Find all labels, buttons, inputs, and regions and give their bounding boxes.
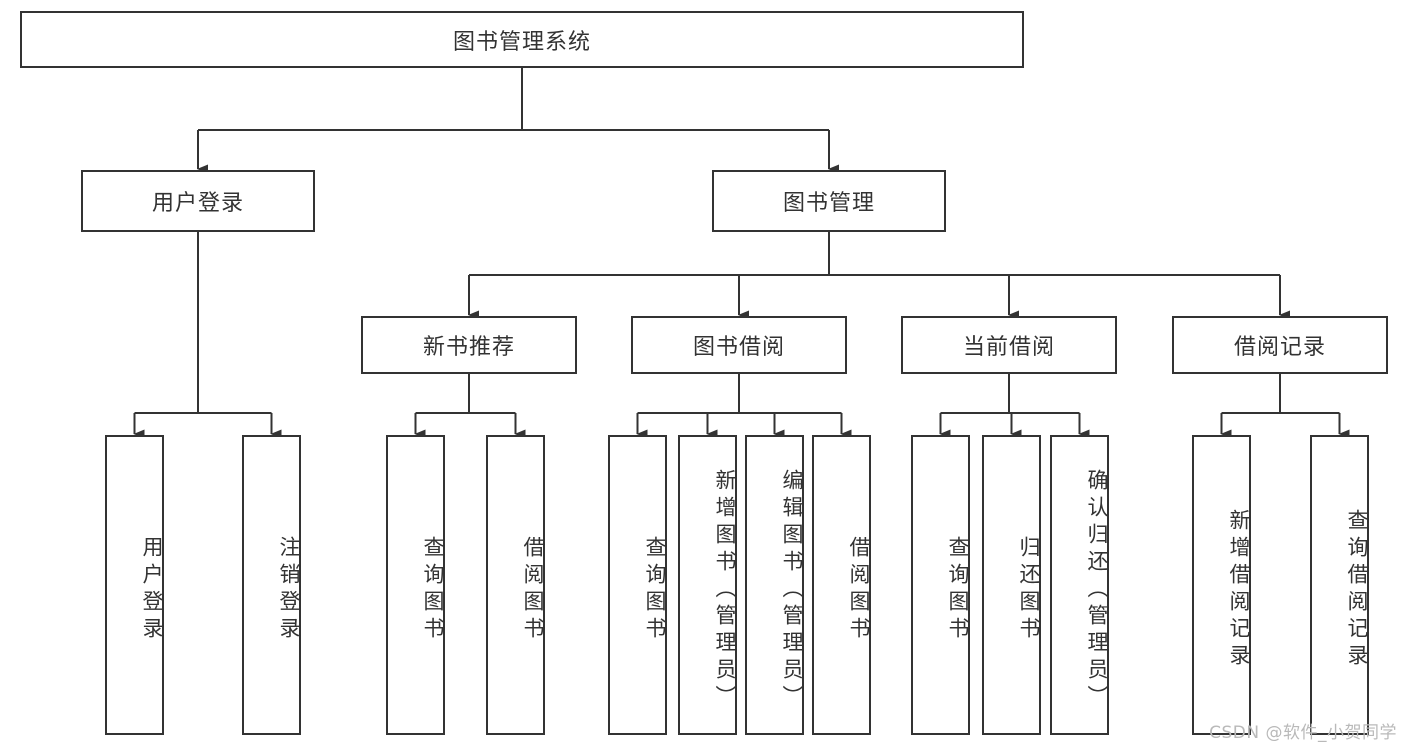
node-leaf-query-book-1[interactable]: 查询图书 xyxy=(386,435,445,735)
node-leaf-add-record[interactable]: 新增借阅记录 xyxy=(1192,435,1251,735)
node-label: 新增借阅记录 xyxy=(1227,509,1251,671)
node-book-manage[interactable]: 图书管理 xyxy=(712,170,946,232)
node-label: 查询图书 xyxy=(643,536,667,644)
node-leaf-borrow-book-2[interactable]: 借阅图书 xyxy=(812,435,871,735)
node-leaf-borrow-book-1[interactable]: 借阅图书 xyxy=(486,435,545,735)
node-leaf-add-book[interactable]: 新增图书（管理员） xyxy=(678,435,737,735)
node-user-login[interactable]: 用户登录 xyxy=(81,170,315,232)
node-label: 用户登录 xyxy=(151,191,244,216)
node-label: 借阅图书 xyxy=(521,536,545,644)
node-leaf-query-book-2[interactable]: 查询图书 xyxy=(608,435,667,735)
node-leaf-query-book-3[interactable]: 查询图书 xyxy=(911,435,970,735)
node-label: 图书管理系统 xyxy=(452,29,591,55)
node-book-borrow[interactable]: 图书借阅 xyxy=(631,316,847,374)
node-borrow-record[interactable]: 借阅记录 xyxy=(1172,316,1388,374)
node-leaf-logout[interactable]: 注销登录 xyxy=(242,435,301,735)
node-leaf-edit-book[interactable]: 编辑图书（管理员） xyxy=(745,435,804,735)
node-label: 查询图书 xyxy=(421,536,445,644)
node-root[interactable]: 图书管理系统 xyxy=(20,11,1024,68)
node-label: 新增图书（管理员） xyxy=(713,468,737,712)
node-label: 确认归还（管理员） xyxy=(1085,468,1109,712)
node-label: 注销登录 xyxy=(277,536,301,644)
node-leaf-confirm-return[interactable]: 确认归还（管理员） xyxy=(1050,435,1109,735)
node-label: 查询借阅记录 xyxy=(1345,509,1369,671)
node-leaf-user-login[interactable]: 用户登录 xyxy=(105,435,164,735)
node-label: 归还图书 xyxy=(1017,536,1041,644)
node-label: 借阅记录 xyxy=(1233,335,1326,360)
node-label: 新书推荐 xyxy=(422,335,515,360)
node-label: 借阅图书 xyxy=(847,536,871,644)
node-label: 用户登录 xyxy=(140,536,164,644)
node-new-book-recommend[interactable]: 新书推荐 xyxy=(361,316,577,374)
node-label: 当前借阅 xyxy=(962,335,1055,360)
node-leaf-return-book[interactable]: 归还图书 xyxy=(982,435,1041,735)
node-label: 编辑图书（管理员） xyxy=(780,468,804,712)
node-leaf-query-record[interactable]: 查询借阅记录 xyxy=(1310,435,1369,735)
edges xyxy=(133,68,1350,439)
node-label: 查询图书 xyxy=(946,536,970,644)
node-label: 图书管理 xyxy=(782,191,875,216)
csdn-watermark: CSDN @软件_小贺同学 xyxy=(1209,723,1397,743)
node-current-borrow[interactable]: 当前借阅 xyxy=(901,316,1117,374)
node-label: 图书借阅 xyxy=(692,335,785,360)
